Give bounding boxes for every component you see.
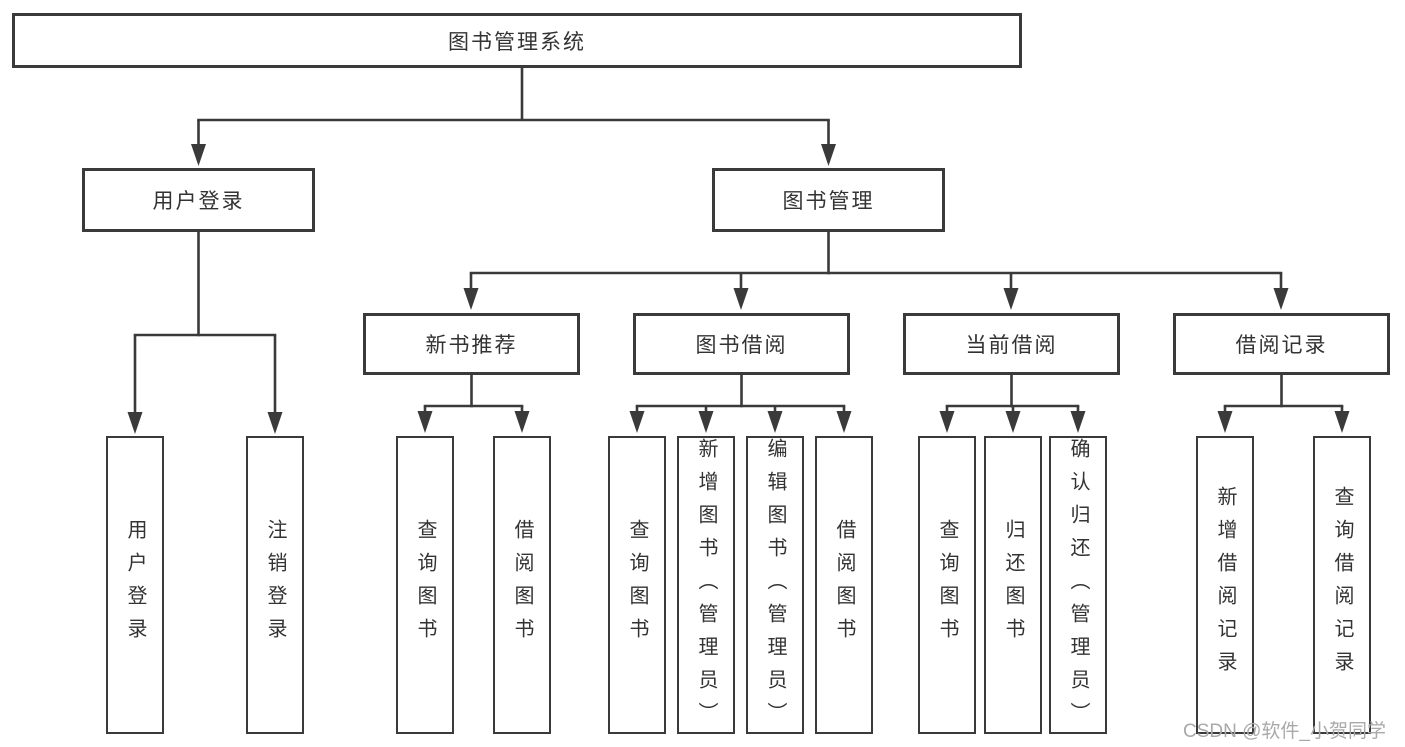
node-current-borrow: 当前借阅 — [903, 313, 1120, 375]
node-add-borrow-record: 新增借阅记录 — [1196, 436, 1254, 734]
node-add-books-admin: 新增图书（管理员） — [677, 436, 735, 735]
node-new-book-recommend: 新书推荐 — [363, 313, 580, 375]
node-label: 查询图书 — [414, 519, 436, 651]
node-book-borrow: 图书借阅 — [633, 313, 850, 375]
node-label: 借阅图书 — [511, 519, 533, 651]
node-label: 图书管理 — [782, 190, 875, 213]
node-label: 查询图书 — [936, 519, 958, 651]
node-label: 查询借阅记录 — [1331, 486, 1353, 684]
node-book-management-system: 图书管理系统 — [12, 13, 1022, 68]
node-label: 借阅记录 — [1235, 334, 1328, 357]
node-label: 确认归还（管理员） — [1067, 438, 1089, 735]
node-return-books: 归还图书 — [984, 436, 1042, 734]
node-label: 新增图书（管理员） — [695, 438, 717, 735]
node-query-borrow-record: 查询借阅记录 — [1313, 436, 1371, 734]
node-confirm-return-admin: 确认归还（管理员） — [1049, 436, 1107, 735]
node-borrow-records: 借阅记录 — [1173, 313, 1390, 375]
node-edit-books-admin: 编辑图书（管理员） — [746, 436, 804, 735]
node-query-books-current: 查询图书 — [918, 436, 976, 734]
node-label: 用户登录 — [124, 519, 146, 651]
node-query-books-recommend: 查询图书 — [396, 436, 454, 734]
node-label: 用户登录 — [152, 190, 245, 213]
node-label: 新增借阅记录 — [1214, 486, 1236, 684]
node-label: 新书推荐 — [425, 334, 518, 357]
node-logout: 注销登录 — [246, 436, 304, 734]
csdn-watermark: CSDN @软件_小贺同学 — [1183, 721, 1386, 742]
node-label: 查询图书 — [626, 519, 648, 651]
node-label: 编辑图书（管理员） — [764, 438, 786, 735]
node-book-management: 图书管理 — [712, 168, 945, 232]
node-label: 图书借阅 — [695, 334, 788, 357]
node-label: 图书管理系统 — [448, 30, 586, 54]
node-user-login: 用户登录 — [82, 168, 315, 232]
node-query-books-borrow: 查询图书 — [608, 436, 666, 734]
node-label: 归还图书 — [1002, 519, 1024, 651]
node-label: 注销登录 — [264, 519, 286, 651]
node-label: 借阅图书 — [833, 519, 855, 651]
node-label: 当前借阅 — [965, 334, 1058, 357]
node-borrow-books: 借阅图书 — [815, 436, 873, 734]
node-borrow-books-recommend: 借阅图书 — [493, 436, 551, 734]
node-user-login-action: 用户登录 — [106, 436, 164, 734]
